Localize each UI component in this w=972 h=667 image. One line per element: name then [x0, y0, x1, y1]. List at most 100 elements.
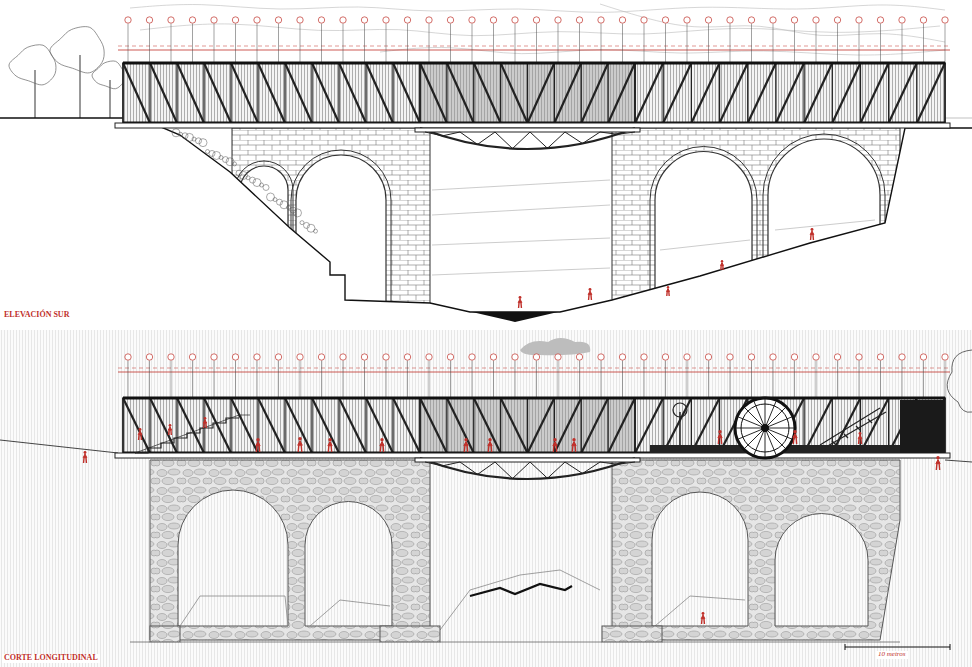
cloud: [520, 338, 590, 355]
scale-tick: [845, 644, 846, 650]
axis-bubble: [232, 17, 238, 23]
truss-diagonal: [177, 398, 204, 453]
truss-post: [284, 63, 285, 123]
grid-axis: [343, 361, 344, 399]
truss-diagonal: [393, 398, 420, 453]
truss-post: [775, 63, 776, 123]
axis-bubble: [705, 354, 711, 360]
axis-bubble: [211, 354, 217, 360]
truss-post: [832, 63, 833, 123]
truss-mesh: [123, 398, 945, 453]
axis-bubble: [275, 354, 281, 360]
truss-post: [634, 63, 635, 123]
axis-bubble: [641, 17, 647, 23]
grid-axis: [880, 361, 881, 399]
windmill-rotor: [673, 403, 687, 417]
tree-crown: [9, 45, 56, 85]
truss-post: [203, 63, 204, 123]
arch-opening: [305, 501, 392, 626]
truss-post: [446, 63, 447, 123]
axis-bubble: [125, 354, 131, 360]
terrain-line: [775, 220, 875, 230]
shrub: [250, 177, 256, 183]
axis-bubble: [920, 354, 926, 360]
truss-post: [634, 398, 635, 453]
south-elevation: [0, 4, 972, 326]
human-figure: [298, 437, 303, 452]
figure-body: [298, 441, 303, 446]
axis-bubble: [469, 354, 475, 360]
axis-bubble: [512, 17, 518, 23]
drawing-title: ELEVACIÓN SUR: [2, 311, 71, 320]
truss-post: [149, 63, 150, 123]
figure-legs: [718, 438, 721, 444]
truss-diagonal: [691, 63, 719, 123]
truss-diagonal: [528, 63, 555, 123]
truss-diagonal: [258, 63, 285, 123]
truss-post: [691, 398, 692, 453]
axis-bubble: [899, 17, 905, 23]
truss-post: [176, 63, 177, 123]
figure-body: [83, 454, 87, 458]
truss-post: [747, 63, 748, 123]
axis-bubble: [662, 17, 668, 23]
figure-body: [553, 442, 557, 446]
axis-bubble: [942, 17, 948, 23]
truss-diagonal: [804, 63, 832, 123]
truss-diagonal: [889, 63, 917, 123]
figure-body: [793, 434, 797, 438]
axis-bubble: [834, 17, 840, 23]
human-figure: [667, 286, 670, 296]
axis-bubble: [340, 17, 346, 23]
human-figure: [328, 438, 332, 452]
axis-bubble: [598, 354, 604, 360]
truss-diagonal: [581, 398, 608, 453]
axis-bubble: [920, 17, 926, 23]
axis-bubble: [684, 17, 690, 23]
grid-axis: [794, 361, 795, 399]
top-chord: [123, 397, 945, 400]
grid-axis: [708, 361, 709, 399]
truss-diagonal: [420, 63, 447, 123]
ground-line: [0, 118, 972, 312]
shrub: [253, 179, 261, 187]
longitudinal-section: [0, 330, 972, 667]
axis-bubble: [426, 17, 432, 23]
axis-bubble: [254, 354, 260, 360]
axis-bubble: [899, 354, 905, 360]
figure-body: [464, 442, 468, 446]
axis-bubble: [232, 354, 238, 360]
axis-bubble: [619, 354, 625, 360]
grid-axis: [321, 361, 322, 399]
truss-post: [122, 398, 123, 453]
axis-bubble: [555, 17, 561, 23]
axis-bubble: [297, 354, 303, 360]
axis-bubble: [791, 17, 797, 23]
figure-body: [858, 435, 862, 439]
axis-bubble: [146, 354, 152, 360]
truss-diagonal: [366, 63, 393, 123]
axis-bubble: [211, 17, 217, 23]
grid-axis: [773, 361, 774, 399]
arch-opening: [178, 490, 288, 626]
truss-post: [663, 63, 664, 123]
shrub: [236, 170, 242, 176]
contour-line: [600, 4, 945, 42]
truss-diagonal: [832, 398, 860, 453]
truss-diagonal: [501, 398, 528, 453]
axis-bubble: [813, 17, 819, 23]
truss-diagonal: [691, 398, 719, 453]
figure-body: [203, 420, 206, 423]
shrub: [196, 138, 202, 144]
grid-axis: [730, 361, 731, 399]
truss-post: [365, 398, 366, 453]
wheel-spoke: [744, 428, 765, 449]
human-figure: [858, 432, 862, 444]
wheel-spoke: [765, 417, 793, 428]
scale-label: 10 metros: [876, 651, 908, 659]
truss-diagonal: [804, 398, 832, 453]
axis-bubble: [490, 354, 496, 360]
human-figure: [588, 288, 592, 300]
figure-body: [168, 427, 171, 430]
river: [472, 312, 558, 322]
